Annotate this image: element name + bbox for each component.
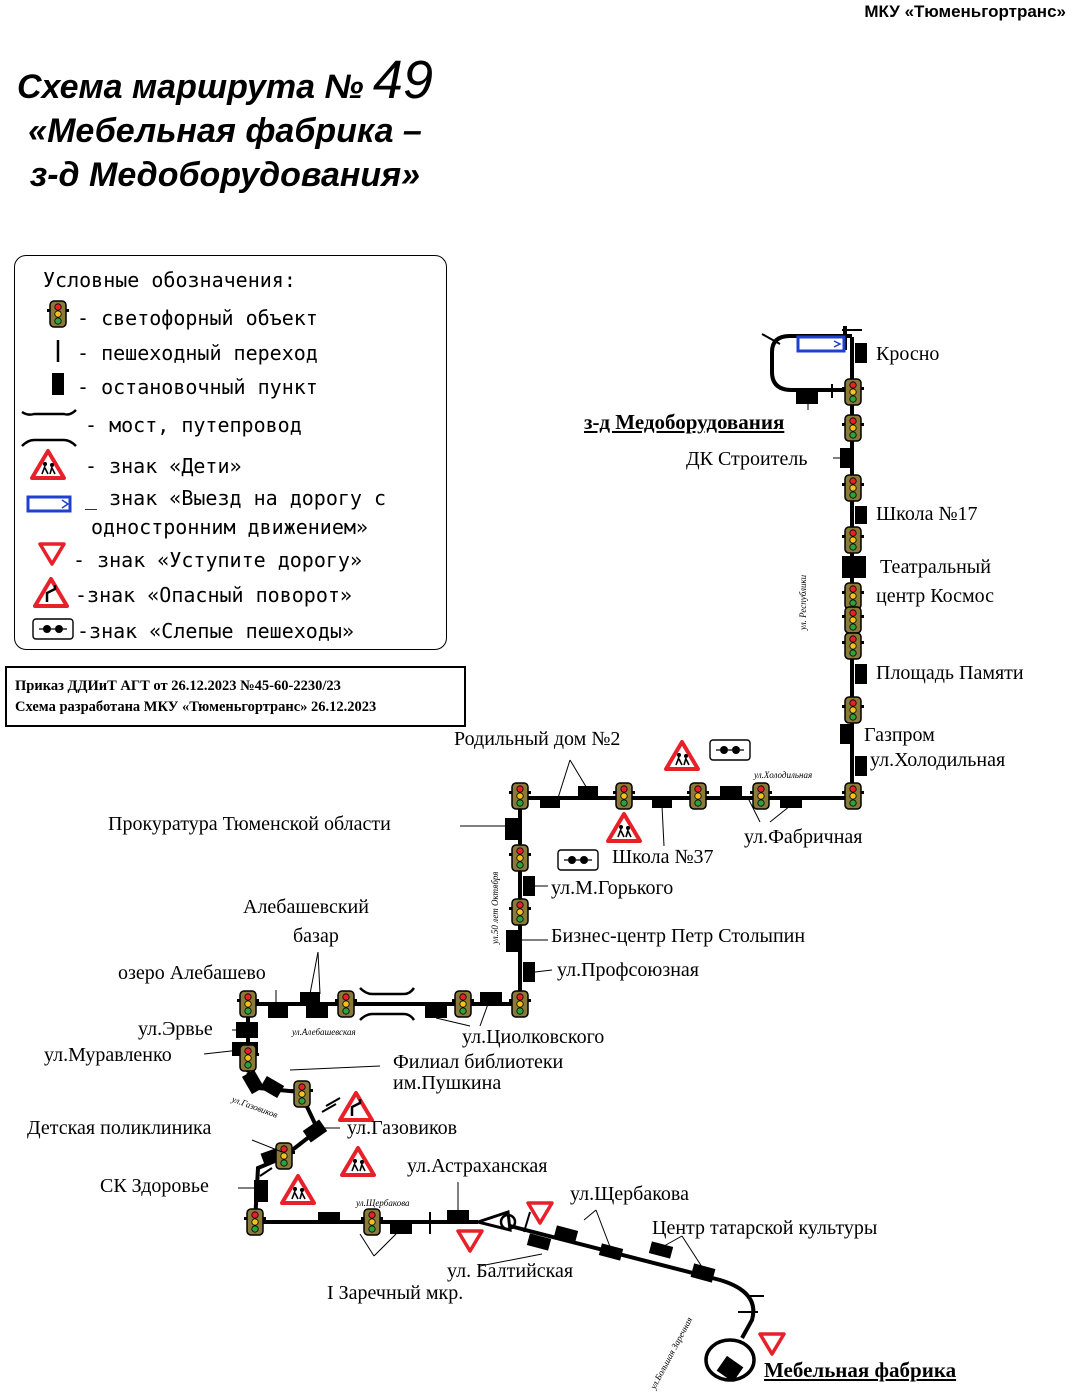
stop-ozero: озеро Алебашево	[118, 962, 266, 984]
one-way-sign-icon	[796, 335, 846, 353]
stop-biblio-1: Филиал библиотеки	[393, 1051, 564, 1073]
one-way-sign-icon	[26, 495, 72, 513]
stop-tsiolkovskogo: ул.Циолковского	[462, 1026, 605, 1048]
stop-sk: СК Здоровье	[100, 1175, 209, 1197]
stop-gazprom: Газпром	[864, 724, 935, 746]
stop-profsoyuznaya: ул.Профсоюзная	[557, 959, 700, 981]
order-line-1: Приказ ДДИиТ АГТ от 26.12.2023 №45-60-22…	[15, 678, 341, 694]
street-oktyabrya: ул.50 лет Октября	[490, 871, 500, 944]
stop-tatar: Центр татарской культуры	[652, 1217, 878, 1239]
stop-zarechny: I Заречный мкр.	[327, 1282, 464, 1304]
stop-baltiyskaya: ул. Балтийская	[447, 1260, 574, 1282]
stop-ervye: ул.Эрвье	[138, 1018, 213, 1040]
legend-bridge: - мост, путепровод	[85, 413, 302, 437]
stop-poliklinika: Детская поликлиника	[27, 1117, 212, 1139]
terminal-south: Мебельная фабрика	[764, 1358, 957, 1382]
leader-lines	[203, 396, 842, 1271]
stop-gorkogo: ул.М.Горького	[551, 877, 674, 899]
stop-school17: Школа №17	[876, 503, 978, 525]
stop-roddom: Родильный дом №2	[454, 728, 621, 750]
organization-name: МКУ «Тюменьгортранс»	[864, 2, 1066, 21]
bridge-icon	[359, 987, 416, 1021]
title-prefix: Схема маршрута №	[17, 68, 364, 106]
stop-fabrichnaya: ул.Фабричная	[744, 826, 863, 848]
stop-scherbakova: ул.Щербакова	[570, 1183, 689, 1205]
legend-crossing: - пешеходный переход	[77, 341, 318, 365]
legend-give-way: - знак «Уступите дорогу»	[73, 548, 362, 572]
order-line-2: Схема разработана МКУ «Тюменьгортранс» 2…	[15, 699, 377, 715]
street-respubliki: ул. Республики	[798, 574, 808, 630]
title-line-3: з-д Медоборудования»	[29, 156, 421, 194]
stop-teatr-1: Театральный	[880, 556, 991, 578]
route-number: 49	[372, 50, 433, 110]
street-scherbakova: ул.Щербакова	[356, 1198, 410, 1208]
legend-traffic-light: - светофорный объект	[77, 306, 318, 330]
terminal-north: з-д Медоборудования	[584, 410, 785, 434]
legend-dangerous-turn: -знак «Опасный поворот»	[75, 583, 352, 607]
page-title: Схема маршрута № 49 «Мебельная фабрика –…	[0, 53, 450, 197]
title-line-2: «Мебельная фабрика –	[28, 112, 422, 150]
stop-astrahanskaya: ул.Астраханская	[407, 1155, 548, 1177]
street-holodilnaya: ул.Холодильная	[754, 770, 813, 780]
stop-krosno: Кросно	[876, 343, 940, 365]
stop-muravlenko: ул.Муравленко	[44, 1044, 172, 1066]
legend-one-way-2: одностронним движением»	[91, 515, 368, 539]
stop-bazar-1: Алебашевский	[243, 896, 369, 918]
legend-children: - знак «Дети»	[85, 454, 242, 478]
bridge-icon	[21, 409, 77, 447]
legend-heading: Условные обозначения:	[43, 268, 296, 292]
legend-blind: -знак «Слепые пешеходы»	[77, 619, 354, 643]
order-box: Приказ ДДИиТ АГТ от 26.12.2023 №45-60-22…	[5, 666, 466, 727]
stop-gazovikov: ул.Газовиков	[347, 1117, 458, 1139]
stop-teatr-2: центр Космос	[876, 585, 995, 607]
street-alebashevskaya: ул.Алебашевская	[292, 1027, 356, 1037]
stop-prokuratura: Прокуратура Тюменской области	[108, 813, 391, 835]
stop-school37: Школа №37	[612, 846, 714, 868]
stop-stolypin: Бизнес-центр Петр Столыпин	[551, 925, 806, 947]
stop-biblio-2: им.Пушкина	[393, 1072, 502, 1094]
bus-stop-icon	[52, 373, 64, 395]
stop-pamyati: Площадь Памяти	[876, 662, 1024, 684]
legend-bus-stop: - остановочный пункт	[77, 375, 318, 399]
legend-one-way-1: _ знак «Выезд на дорогу с	[85, 486, 387, 510]
legend: Условные обозначения: - светофорный объе…	[14, 255, 447, 650]
stop-holodilnaya: ул.Холодильная	[870, 749, 1006, 771]
stop-bazar-2: базар	[293, 925, 339, 947]
stop-dk: ДК Строитель	[686, 448, 808, 470]
